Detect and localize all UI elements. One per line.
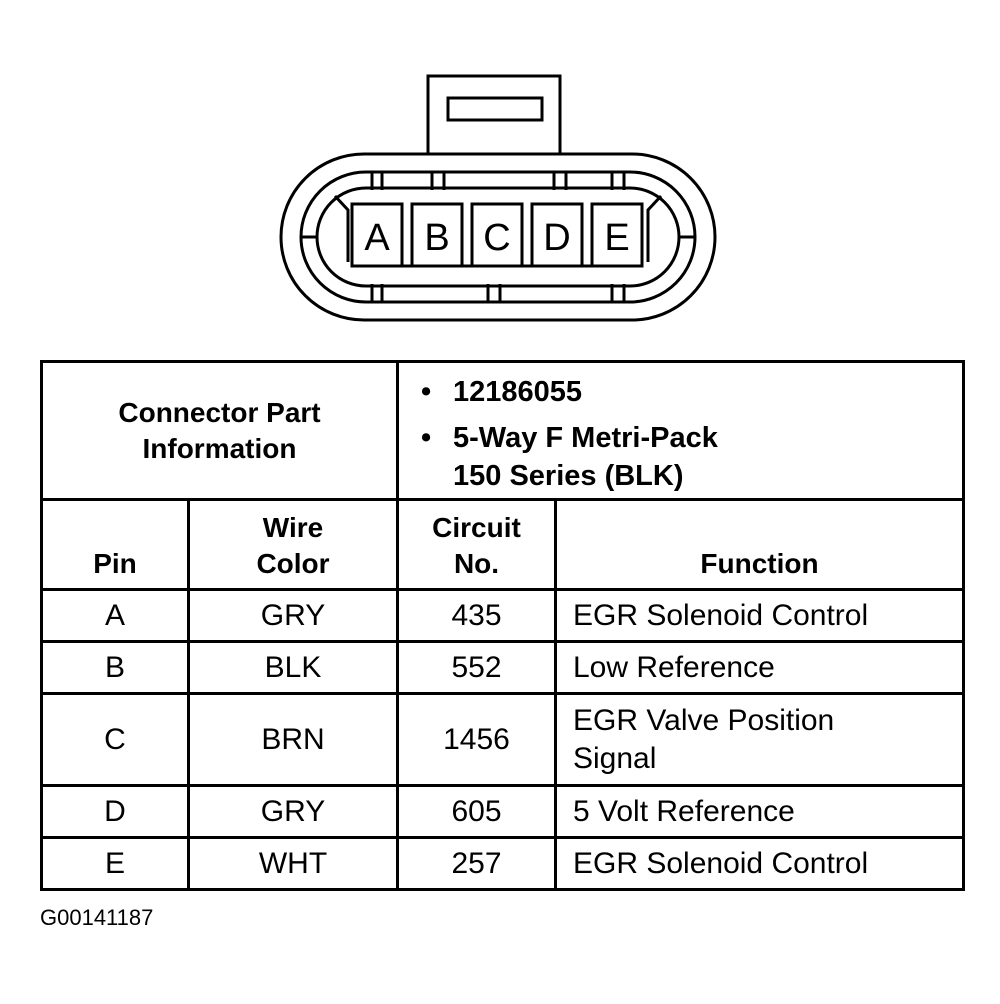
part-description: •5-Way F Metri-Pack [421, 422, 718, 454]
connector-part-info-label: Connector Part Information [40, 360, 399, 501]
pin-label-e: E [604, 217, 629, 259]
circuit-cell: 435 [396, 588, 557, 643]
col-header-pin: Pin [40, 498, 190, 591]
connector-diagram: A B C D E [279, 74, 717, 322]
pin-cell: C [40, 692, 190, 787]
pin-label-c: C [483, 217, 510, 259]
connector-part-info-values: •12186055 •5-Way F Metri-Pack 150 Series… [396, 360, 965, 501]
function-cell: EGR Solenoid Control [554, 588, 965, 643]
pin-cell: E [40, 836, 190, 891]
col-header-function: Function [554, 498, 965, 591]
table-row: B BLK 552 Low Reference [40, 640, 965, 695]
pinout-table: Connector Part Information •12186055 •5-… [40, 360, 965, 891]
function-cell: 5 Volt Reference [554, 784, 965, 839]
pin-cavity-b [410, 202, 464, 268]
wire-color-cell: WHT [187, 836, 399, 891]
col-header-circuit-no: Circuit No. [396, 498, 557, 591]
table-row: C BRN 1456 EGR Valve Position Signal [40, 692, 965, 787]
connector-lock-slot [446, 96, 544, 122]
table-row: D GRY 605 5 Volt Reference [40, 784, 965, 839]
function-cell: EGR Solenoid Control [554, 836, 965, 891]
pin-cell: A [40, 588, 190, 643]
wire-color-cell: BRN [187, 692, 399, 787]
connector-housing-outer [279, 152, 717, 322]
function-cell: Low Reference [554, 640, 965, 695]
pin-cell: B [40, 640, 190, 695]
wire-color-cell: GRY [187, 784, 399, 839]
pin-cell: D [40, 784, 190, 839]
circuit-cell: 605 [396, 784, 557, 839]
pin-cavity-c [470, 202, 524, 268]
wire-color-cell: BLK [187, 640, 399, 695]
pin-cavity-a [350, 202, 404, 268]
pin-cavity-e [590, 202, 644, 268]
circuit-cell: 552 [396, 640, 557, 695]
pin-label-a: A [364, 217, 390, 259]
function-cell: EGR Valve Position Signal [554, 692, 965, 787]
table-row: E WHT 257 EGR Solenoid Control [40, 836, 965, 891]
circuit-cell: 257 [396, 836, 557, 891]
pin-label-b: B [424, 217, 449, 259]
col-header-wire-color: Wire Color [187, 498, 399, 591]
pin-cavity-d [530, 202, 584, 268]
circuit-cell: 1456 [396, 692, 557, 787]
wire-color-cell: GRY [187, 588, 399, 643]
table-row: A GRY 435 EGR Solenoid Control [40, 588, 965, 643]
pin-label-d: D [543, 217, 570, 259]
figure-id: G00141187 [40, 905, 154, 930]
part-number: •12186055 [421, 376, 583, 408]
